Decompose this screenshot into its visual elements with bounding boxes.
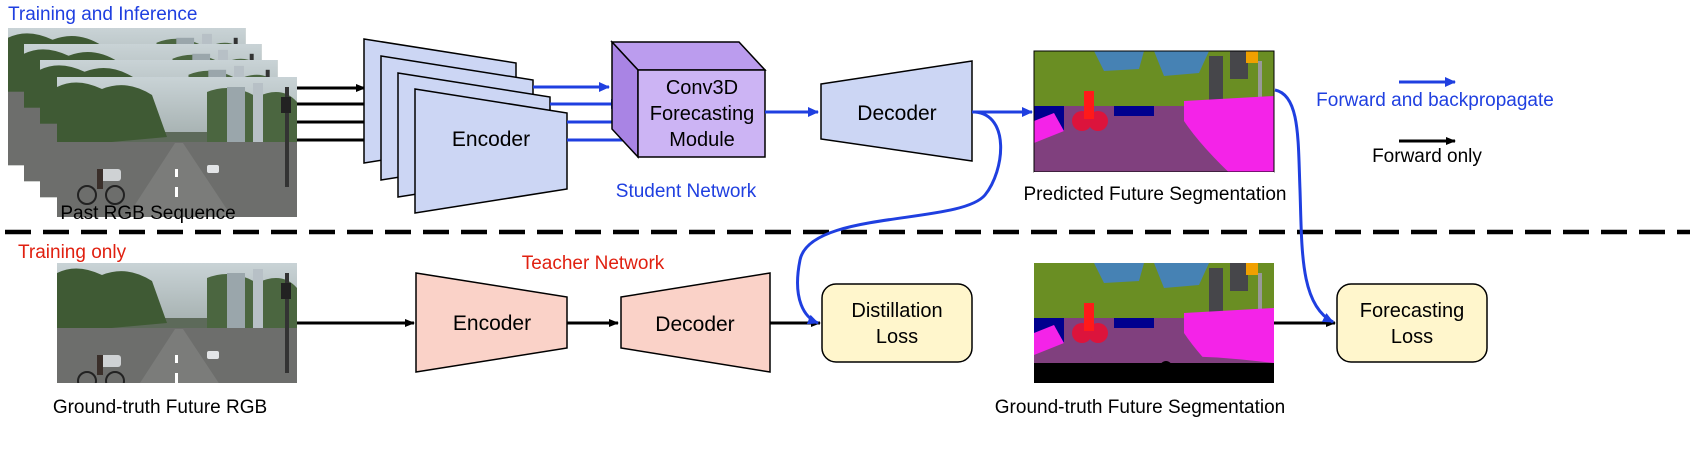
legend-forward-only: Forward only <box>1372 146 1482 167</box>
conv3d-label-line3: Module <box>669 129 735 151</box>
student-encoder-stack <box>363 38 568 214</box>
gt-segmentation-label: Ground-truth Future Segmentation <box>995 397 1285 418</box>
student-to-distillation-curve <box>796 110 1003 325</box>
distillation-loss-line1: Distillation <box>851 300 942 322</box>
conv3d-label-line1: Conv3D <box>666 77 738 99</box>
teacher-decoder-label: Decoder <box>655 313 734 336</box>
student-network-label: Student Network <box>616 181 757 202</box>
student-decoder <box>820 60 973 162</box>
student-encoder-label: Encoder <box>452 128 530 151</box>
gt-segmentation-image <box>1034 263 1274 403</box>
teacher-decoder <box>620 272 771 373</box>
forecasting-loss-line2: Loss <box>1391 326 1433 348</box>
conv3d-module <box>610 40 767 159</box>
teacher-network-label: Teacher Network <box>522 253 665 274</box>
conv3d-label-line2: Forecasting <box>650 103 755 125</box>
prediction-to-forecasting-curve <box>1274 88 1334 324</box>
past-rgb-frame-4 <box>56 76 298 218</box>
training-only-label: Training only <box>18 242 127 263</box>
gt-future-rgb-image <box>57 263 297 403</box>
gt-future-rgb-label: Ground-truth Future RGB <box>53 397 267 418</box>
legend-forward-backprop: Forward and backpropagate <box>1316 90 1554 111</box>
predicted-segmentation-label: Predicted Future Segmentation <box>1024 184 1287 205</box>
distillation-loss-line2: Loss <box>876 326 918 348</box>
student-encoder <box>414 88 568 214</box>
forecasting-loss-line1: Forecasting <box>1360 300 1465 322</box>
past-rgb-label: Past RGB Sequence <box>60 203 235 224</box>
forecasting-loss-box <box>1336 283 1488 363</box>
predicted-segmentation-image <box>1033 50 1275 191</box>
student-decoder-label: Decoder <box>857 102 936 125</box>
training-inference-label: Training and Inference <box>8 4 197 25</box>
teacher-encoder <box>415 272 568 373</box>
distillation-loss-box <box>821 283 973 363</box>
teacher-encoder-label: Encoder <box>453 312 531 335</box>
